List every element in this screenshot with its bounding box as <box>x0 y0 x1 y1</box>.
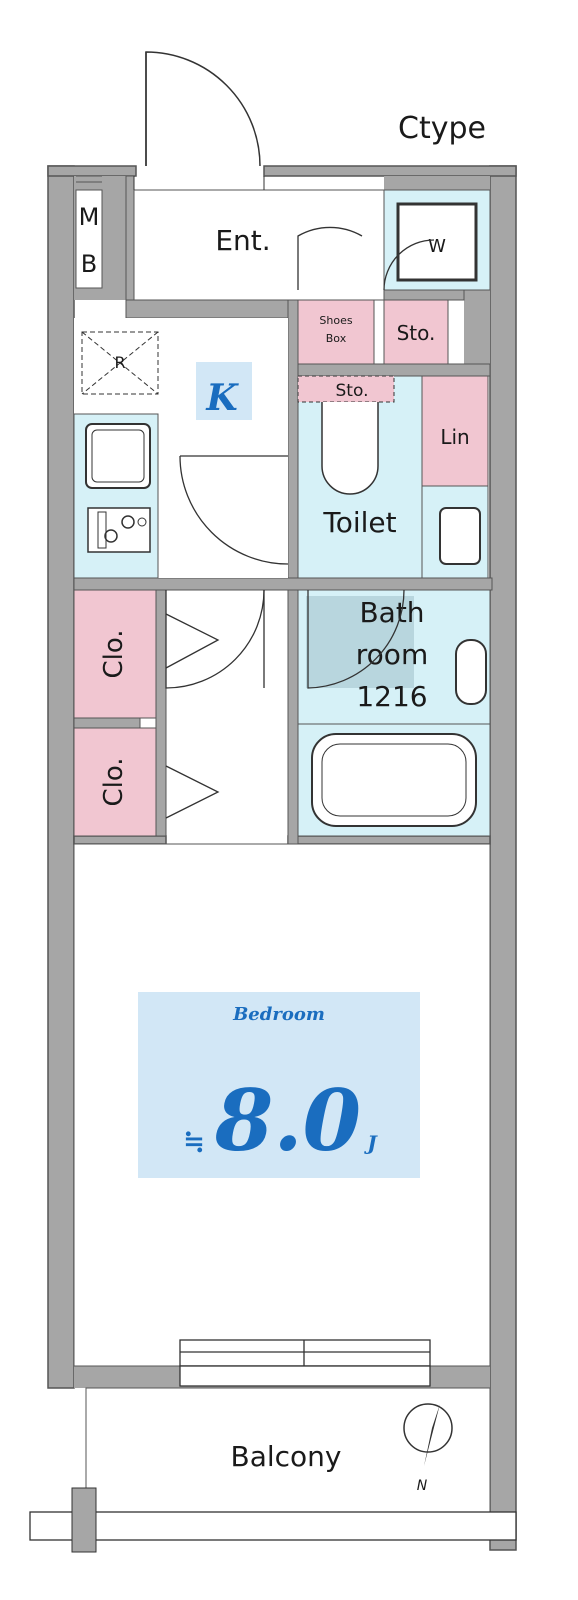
washer-label: W <box>428 236 446 257</box>
type-label: Ctype <box>398 111 486 146</box>
shoes-box: Shoes Box <box>297 299 375 365</box>
sink-icon <box>85 423 151 489</box>
storage-upper-label: Sto. <box>397 321 436 345</box>
bedroom-label: Bedroom <box>232 1004 325 1025</box>
closet-upper-label: Clo. <box>99 629 129 678</box>
kitchen-label: K <box>205 377 239 419</box>
washer-space: W <box>383 189 491 291</box>
balcony-label: Balcony <box>231 1440 342 1473</box>
bathroom-label-line3: 1216 <box>356 680 427 713</box>
shoes-box-label-bottom: Box <box>326 332 347 345</box>
closet-lower-label: Clo. <box>99 757 129 806</box>
bathroom-label-line1: Bath <box>359 596 424 629</box>
hall-door-swing <box>165 589 265 689</box>
bathroom-label-line2: room <box>356 638 428 671</box>
closet-lower: Clo. <box>73 727 157 837</box>
bathroom: Bath room 1216 <box>297 589 491 837</box>
toilet-label: Toilet <box>322 506 396 539</box>
kitchen-label-tile <box>196 362 252 420</box>
entrance-door-swing <box>145 51 261 167</box>
wash-basin <box>421 485 489 579</box>
north-label: N <box>417 1478 428 1494</box>
meter-box-label-top: M <box>79 203 100 231</box>
bedroom: Bedroom ≒ 8.0 J <box>73 843 491 1367</box>
bedroom-size-unit: J <box>363 1131 378 1155</box>
fridge-label: R <box>114 353 125 372</box>
washer-door-swing <box>383 239 435 291</box>
entrance-label: Ent. <box>215 224 270 257</box>
closet-upper: Clo. <box>73 589 157 719</box>
bath-basin-icon <box>455 639 487 705</box>
balcony-window <box>179 1339 431 1387</box>
kitchen-counter <box>73 413 159 579</box>
kitchen-door-swing <box>179 455 289 565</box>
storage-toilet-label: Sto. <box>336 381 369 401</box>
bedroom-approx-symbol: ≒ <box>183 1127 205 1157</box>
meter-box: M B <box>75 175 103 289</box>
entrance-area: Ent. <box>133 51 385 301</box>
fridge-space: R <box>81 331 159 395</box>
kitchen-area: R K <box>73 318 289 579</box>
north-compass: N <box>403 1403 453 1494</box>
bedroom-label-tile <box>138 992 420 1178</box>
bedroom-size: 8.0 <box>214 1071 361 1170</box>
closet-doors <box>165 613 220 819</box>
toilet-icon <box>321 402 379 495</box>
shoes-box-label-top: Shoes <box>319 314 352 327</box>
bathroom-door-swing <box>307 589 405 689</box>
storage-upper: Sto. <box>383 299 449 365</box>
linen-label: Lin <box>440 425 469 449</box>
meter-box-label-bottom: B <box>81 250 97 278</box>
bathtub-icon <box>311 733 477 827</box>
stove-icon <box>87 507 151 553</box>
linen-closet: Lin <box>421 375 489 487</box>
toilet-room: Sto. Toilet <box>297 375 423 579</box>
compass-needle-icon <box>424 1404 440 1466</box>
toilet-door-swing <box>297 226 363 290</box>
